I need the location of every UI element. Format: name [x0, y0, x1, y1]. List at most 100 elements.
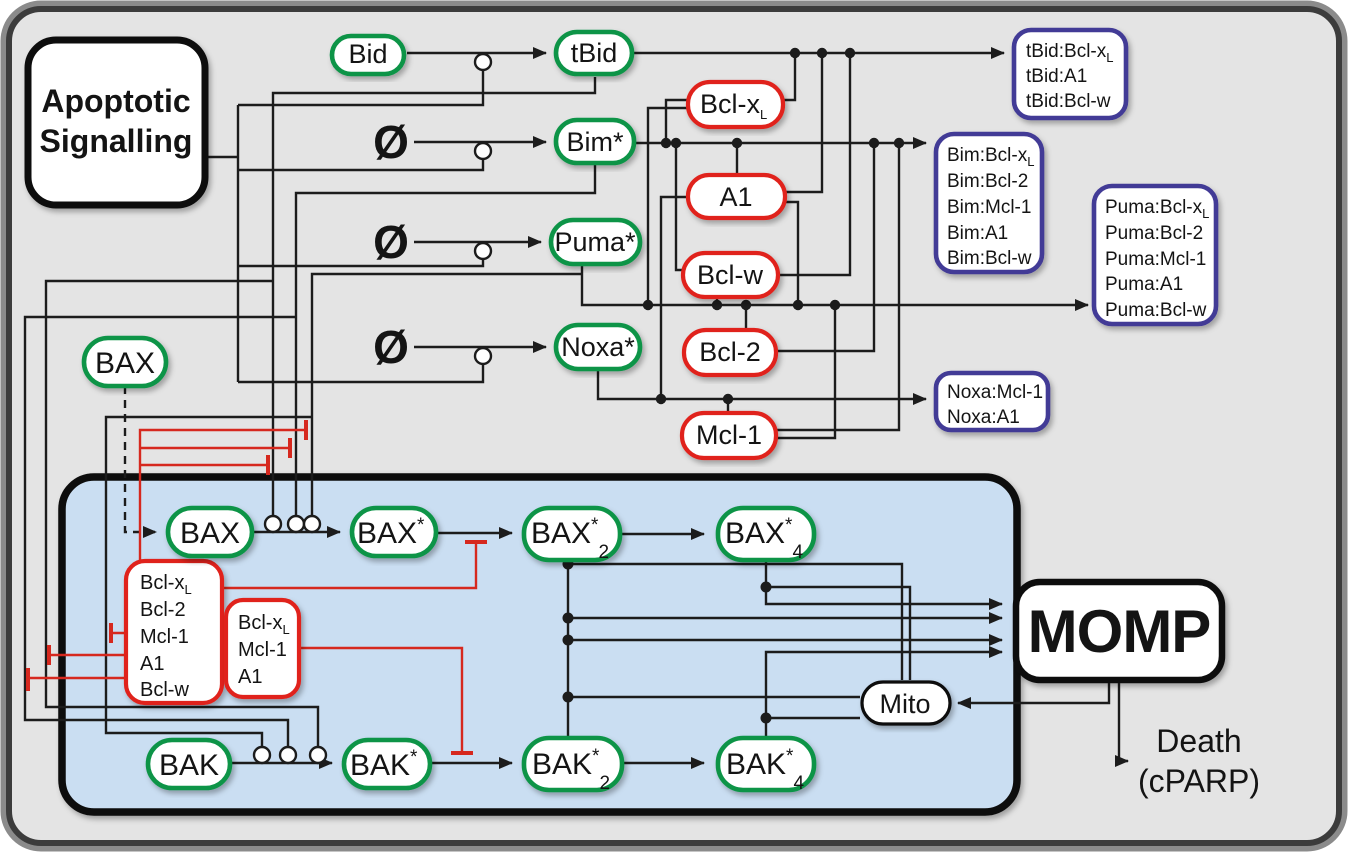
bid-label: Bid [348, 39, 387, 69]
bim-label: Bim* [566, 127, 623, 157]
wire-catalysis-bid [238, 70, 485, 107]
svg-text:Bcl-w: Bcl-w [140, 679, 189, 701]
node-bax: BAX [165, 505, 255, 559]
svg-text:BAK*: BAK* [350, 747, 418, 782]
wire-mcl1-bim [776, 143, 901, 432]
wire-catalysis-noxa [238, 364, 485, 384]
svg-text:Mcl-1: Mcl-1 [140, 626, 189, 648]
svg-text:Bcl-2: Bcl-2 [140, 599, 186, 621]
wire-puma-activates-bax [310, 272, 582, 516]
svg-text:tBid:Bcl-xL: tBid:Bcl-xL [1026, 41, 1113, 65]
noxa-label: Noxa* [561, 332, 635, 362]
inhibit-bax-act-1 [138, 428, 306, 563]
wire-catalysis-puma [238, 259, 485, 268]
node-puma: Puma* [548, 217, 643, 267]
wire-bim-activates-bax [294, 164, 597, 516]
complex-box-bim: Bim:Bcl-xL Bim:Bcl-2 Bim:Mcl-1 Bim:A1 Bi… [933, 131, 1045, 275]
node-bak-active: BAK* [341, 737, 433, 791]
wire-puma-activates-bak [104, 415, 312, 747]
momp-label: MOMP [1028, 598, 1211, 665]
svg-text:Bcl-xL: Bcl-xL [238, 612, 290, 637]
wire-tbid-activates-bax [271, 77, 597, 516]
empty-set-bim-icon: Ø [373, 116, 409, 168]
inhibitor-box-bax: Bcl-xL Bcl-2 Mcl-1 A1 Bcl-w [123, 558, 225, 706]
node-mcl1: Mcl-1 [679, 410, 779, 461]
mito-label: Mito [879, 689, 930, 719]
wire-momp-input-1 [764, 560, 1003, 610]
wire-mcl1-puma [776, 305, 837, 440]
svg-text:Bim:Bcl-w: Bim:Bcl-w [947, 248, 1032, 269]
title-line2: Signalling [40, 123, 193, 159]
node-bax-tetramer: BAX*4 [715, 505, 817, 563]
svg-text:Puma:Mcl-1: Puma:Mcl-1 [1105, 249, 1206, 270]
catalysis-circles [252, 52, 493, 765]
svg-text:tBid:A1: tBid:A1 [1026, 66, 1087, 87]
wire-puma-complex-bus [580, 263, 1089, 311]
svg-text:BAX*2: BAX*2 [531, 515, 609, 563]
svg-text:BAX*: BAX* [357, 515, 425, 550]
empty-set-noxa-icon: Ø [373, 321, 409, 373]
svg-text:Noxa:A1: Noxa:A1 [947, 407, 1020, 428]
svg-text:Noxa:Mcl-1: Noxa:Mcl-1 [947, 382, 1043, 403]
wire-a1-noxa [659, 195, 688, 399]
wire-bax4-mito [766, 585, 912, 680]
svg-text:Puma:Bcl-xL: Puma:Bcl-xL [1105, 197, 1209, 221]
node-bax-active: BAX* [349, 505, 439, 559]
svg-text:BAK*4: BAK*4 [726, 746, 804, 794]
node-bak: BAK [145, 737, 233, 791]
puma-label: Puma* [554, 227, 636, 257]
node-bcl2: Bcl-2 [681, 327, 779, 378]
tbid-label: tBid [571, 38, 618, 68]
wire-bclxl-bim [664, 98, 688, 143]
inhibit-bax-dimerization [222, 543, 478, 590]
node-bak-dimer: BAK*2 [521, 735, 625, 794]
bax-cytosolic-label: BAX [95, 347, 155, 380]
wire-bim-activates-bak [23, 315, 296, 747]
wire-a1-puma [785, 200, 800, 305]
apoptotic-signalling-shape [24, 36, 209, 209]
inhibitor-box-bak: Bcl-xL Mcl-1 A1 [223, 597, 302, 700]
node-bak-tetramer: BAK*4 [715, 735, 817, 794]
svg-text:BAK*2: BAK*2 [532, 746, 610, 794]
node-bax-dimer: BAX*2 [521, 505, 623, 563]
svg-text:Bim:Mcl-1: Bim:Mcl-1 [947, 197, 1031, 218]
wire-momp-to-mito [957, 680, 1111, 709]
wire-noxa-complex-bus [596, 369, 927, 405]
svg-text:Bcl-xL: Bcl-xL [140, 572, 192, 597]
wire-bclw-tbid [778, 53, 852, 277]
bax-label: BAX [180, 517, 240, 550]
wire-momp-input-4 [764, 646, 1003, 738]
svg-text:Bim:Bcl-xL: Bim:Bcl-xL [947, 145, 1034, 169]
svg-text:Puma:Bcl-2: Puma:Bcl-2 [1105, 223, 1203, 244]
wire-bclw-bim [674, 143, 683, 272]
wires-black [23, 47, 1129, 769]
node-mito: Mito [860, 680, 952, 726]
death-line1: Death [1156, 723, 1241, 759]
wire-bclxl-puma [646, 106, 688, 305]
apoptotic-signalling-box: Apoptotic Signalling [24, 36, 209, 209]
wire-bax2-mito [568, 562, 904, 680]
svg-text:tBid:Bcl-w: tBid:Bcl-w [1026, 91, 1111, 112]
death-output-label: Death (cPARP) [1138, 723, 1260, 799]
inhibit-bak-dimerization [298, 646, 464, 752]
complex-box-puma: Puma:Bcl-xL Puma:Bcl-2 Puma:Mcl-1 Puma:A… [1091, 183, 1219, 327]
svg-text:A1: A1 [140, 653, 164, 675]
a1-label: A1 [719, 182, 752, 212]
svg-text:Mcl-1: Mcl-1 [238, 639, 287, 661]
wires-inhibition-red [26, 420, 487, 755]
wire-tbid-activates-bak [44, 279, 320, 747]
svg-text:A1: A1 [238, 666, 262, 688]
node-bclw: Bcl-w [680, 250, 781, 300]
bclw-label: Bcl-w [697, 260, 763, 290]
node-bid: Bid [329, 33, 407, 77]
node-tbid: tBid [553, 29, 635, 77]
death-line2: (cPARP) [1138, 763, 1260, 799]
title-line1: Apoptotic [41, 83, 190, 119]
mcl1-label: Mcl-1 [696, 420, 762, 450]
node-bax-cytosolic: BAX [81, 335, 169, 389]
svg-text:Bim:A1: Bim:A1 [947, 223, 1008, 244]
wire-a1-tbid [785, 53, 824, 194]
bcl2-label: Bcl-2 [699, 337, 761, 367]
